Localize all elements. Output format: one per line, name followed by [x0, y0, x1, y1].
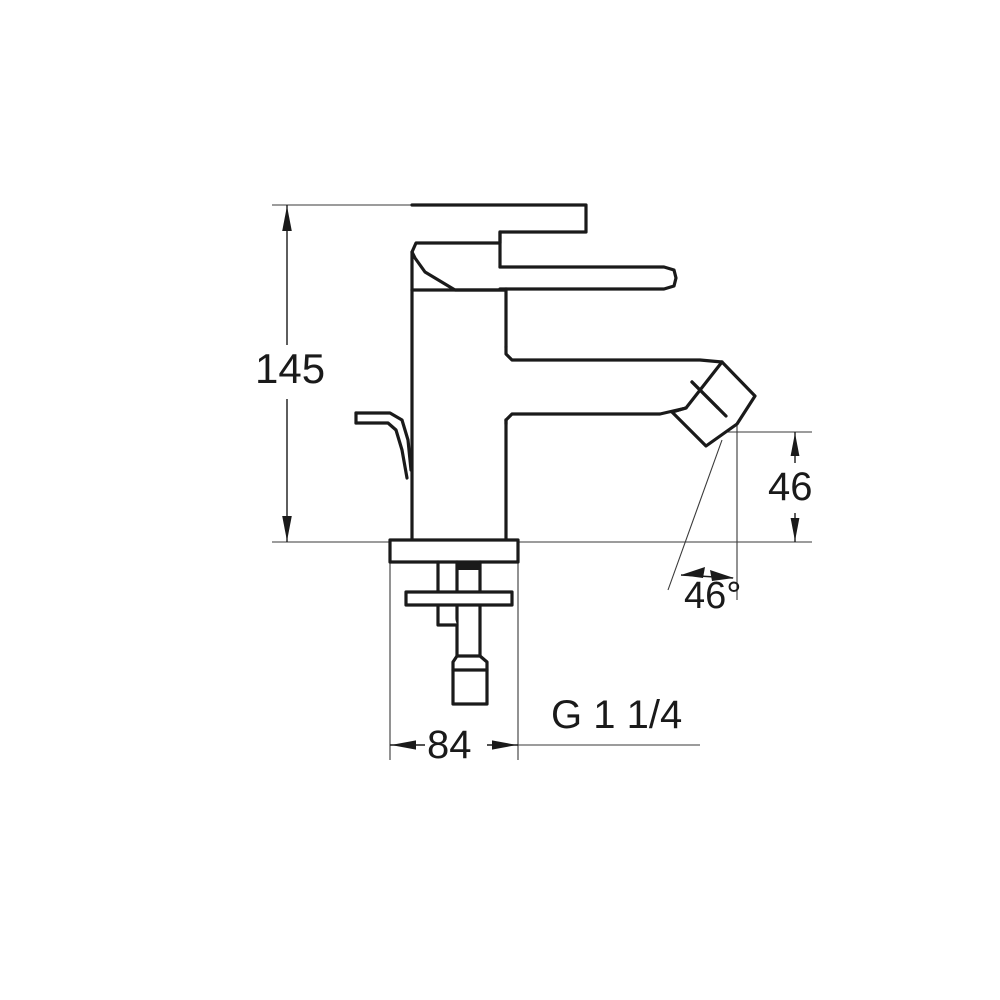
- label-backdrop-46: [766, 463, 822, 513]
- dimension-angle-46deg: 46°: [680, 567, 741, 617]
- shank-end-nut: [451, 654, 489, 706]
- aerator-collar-cap: [690, 380, 702, 392]
- dimension-height-145: 145: [253, 205, 325, 542]
- dimension-depth-84: 84: [390, 720, 518, 768]
- arrowhead-145-top: [282, 206, 292, 231]
- mounting-washer: [404, 590, 514, 607]
- arrowhead-145-bottom: [282, 516, 292, 541]
- dimension-label-145: 145: [255, 345, 325, 392]
- arrowhead-46deg-left: [681, 567, 705, 578]
- dimension-label-84: 84: [427, 723, 472, 767]
- thread-label: G 1 1/4: [551, 693, 682, 737]
- dimension-label-46deg: 46°: [684, 575, 741, 617]
- base-plate: [388, 538, 520, 564]
- arrowhead-46deg-right: [710, 570, 734, 581]
- callout-thread: G 1 1/4: [551, 693, 682, 737]
- label-backdrop-84: [425, 720, 487, 768]
- reference-line-aerator-axis: [667, 439, 723, 591]
- dimension-label-46: 46: [768, 465, 813, 509]
- shank-seal: [457, 562, 480, 570]
- dimension-aerator-46: 46: [766, 432, 822, 542]
- faucet-shoulder-chamfer: [410, 250, 508, 292]
- aerator-collar-line-2: [670, 406, 688, 414]
- arrowhead-46-top: [790, 433, 800, 456]
- arrowhead-84-right: [492, 740, 517, 750]
- spout-arm-bottom: [504, 406, 688, 422]
- faucet-outline-group: [354, 203, 757, 706]
- spout-arm-top: [504, 345, 724, 364]
- arrowhead-46-bottom: [790, 518, 800, 541]
- label-backdrop-145: [253, 345, 321, 399]
- popup-lever-inner: [354, 421, 409, 480]
- handle-lever-bar: [498, 265, 678, 291]
- extension-lines: [272, 204, 812, 760]
- arrowhead-84-left: [391, 740, 416, 750]
